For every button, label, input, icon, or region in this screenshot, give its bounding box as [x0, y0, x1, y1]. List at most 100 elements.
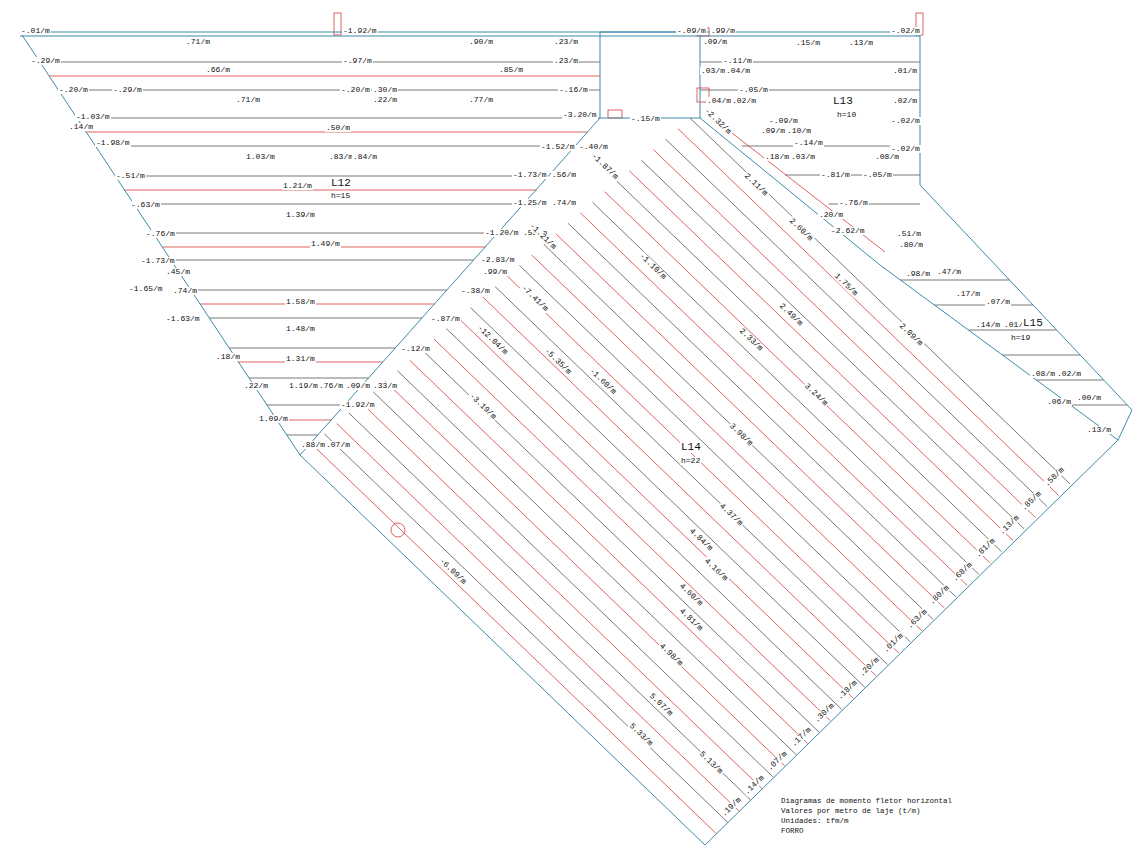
caption-line: Unidades: tfm/m — [780, 818, 850, 826]
moment-value: .03/m — [700, 67, 726, 75]
moment-value: .07/m — [325, 441, 351, 449]
moment-value: -.20/m — [340, 86, 371, 94]
slab-thickness: h=19 — [1010, 334, 1031, 342]
moment-value: -.01/m — [20, 27, 51, 35]
moment-value: 1.21/m — [282, 182, 313, 190]
moment-value: -.40/m — [578, 143, 609, 151]
moment-value: .45/m — [165, 268, 191, 276]
moment-value: -.02/m — [890, 145, 921, 153]
moment-value: -.09/m — [676, 27, 707, 35]
moment-value: .14/m — [68, 123, 94, 131]
moment-value: .07/m — [985, 298, 1011, 306]
moment-value: -6.09/m — [437, 556, 468, 586]
moment-value: -.51/m — [115, 172, 146, 180]
moment-value: .74/m — [172, 287, 198, 295]
moment-value: -7.41/m — [519, 283, 550, 313]
moment-value: .71/m — [185, 38, 211, 46]
moment-value: .33/m — [372, 382, 398, 390]
moment-value: .13/m — [997, 513, 1021, 537]
moment-value: .80/m — [898, 241, 924, 249]
moment-value: .74/m — [551, 199, 577, 207]
moment-value: .20/m — [818, 211, 844, 219]
moment-value: .18/m — [764, 153, 790, 161]
moment-value: .18/m — [835, 678, 859, 702]
moment-value: .23/m — [553, 38, 579, 46]
moment-value: .50/m — [325, 124, 351, 132]
moment-value: .10/m — [786, 127, 812, 135]
moment-value: .22/m — [243, 382, 269, 390]
moment-value: .63/m — [905, 607, 929, 631]
moment-value: 4.37/m — [717, 501, 745, 528]
moment-value: .08/m — [874, 153, 900, 161]
moment-value: .22/m — [372, 96, 398, 104]
moment-value: -2.62/m — [830, 227, 866, 235]
moment-value: -3.20/m — [562, 111, 598, 119]
moment-value: 2.33/m — [737, 326, 765, 353]
moment-value: .15/m — [795, 39, 821, 47]
moment-value: .77/m — [468, 96, 494, 104]
moment-value: 1.31/m — [285, 355, 316, 363]
moment-value: .00/m — [1076, 394, 1102, 402]
moment-value: -.29/m — [30, 57, 61, 65]
moment-value: .56/m — [551, 171, 577, 179]
caption-line: Diagramas de momento fletor horizontal — [780, 798, 953, 806]
moment-value: -5.35/m — [542, 346, 573, 376]
slab-thickness: h=22 — [680, 457, 701, 465]
moment-value: -1.63/m — [165, 315, 201, 323]
moment-value: 1.19/m — [288, 382, 319, 390]
moment-value: 1.48/m — [285, 325, 316, 333]
moment-value: 4.98/m — [657, 641, 685, 668]
moment-value: .02/m — [731, 97, 757, 105]
moment-value: -1.92/m — [342, 27, 378, 35]
moment-value: .84/m — [352, 153, 378, 161]
moment-value: -1.03/m — [75, 113, 111, 121]
moment-value: .13/m — [1086, 426, 1112, 434]
moment-value: .02/m — [1056, 370, 1082, 378]
moment-value: .06/m — [1046, 398, 1072, 406]
moment-value: 4.84/m — [687, 526, 715, 553]
moment-value: 5.33/m — [627, 721, 655, 748]
moment-value: -1.98/m — [95, 139, 131, 147]
moment-value: .23/m — [553, 57, 579, 65]
moment-value: .51/m — [896, 230, 922, 238]
moment-value: 3.98/m — [727, 421, 755, 448]
moment-value: .03/m — [790, 153, 816, 161]
moment-value: 1.03/m — [245, 153, 276, 161]
moment-value: 1.09/m — [258, 415, 289, 423]
moment-value: .30/m — [372, 86, 398, 94]
moment-value: .76/m — [318, 382, 344, 390]
moment-value: -1.10/m — [637, 251, 668, 281]
moment-value: .14/m — [742, 773, 766, 797]
moment-value: -1.60/m — [587, 366, 618, 396]
moment-value: .02/m — [892, 97, 918, 105]
moment-value: .81/m — [973, 536, 997, 560]
moment-value: .90/m — [468, 38, 494, 46]
moment-value: -.02/m — [890, 27, 921, 35]
moment-value: -.76/m — [145, 230, 176, 238]
slab-name: L14 — [680, 442, 702, 453]
moment-value: -1.73/m — [140, 257, 176, 265]
moment-value: -.09/m — [768, 117, 799, 125]
moment-value: .09/m — [760, 127, 786, 135]
moment-value: -.02/m — [890, 117, 921, 125]
moment-value: -.20/m — [58, 86, 89, 94]
slab-name: L12 — [330, 178, 352, 189]
moment-value: .88/m — [300, 441, 326, 449]
moment-value: .01/m — [892, 67, 918, 75]
moment-value: .85/m — [498, 66, 524, 74]
caption-line: Valores por metro de laje (t/m) — [780, 808, 922, 816]
moment-value: .04/m — [706, 97, 732, 105]
moment-value: 5.13/m — [697, 749, 725, 776]
moment-value: -.87/m — [430, 315, 461, 323]
moment-value: -2.83/m — [480, 256, 516, 264]
moment-value: 1.39/m — [285, 211, 316, 219]
moment-value: 1.58/m — [285, 298, 316, 306]
moment-value: .14/m — [975, 321, 1001, 329]
moment-value: .71/m — [235, 96, 261, 104]
moment-value: -.63/m — [130, 201, 161, 209]
moment-value: .66/m — [205, 66, 231, 74]
slab-thickness: h=15 — [330, 192, 351, 200]
moment-value: .47/m — [936, 268, 962, 276]
moment-value: 4.60/m — [677, 581, 705, 608]
